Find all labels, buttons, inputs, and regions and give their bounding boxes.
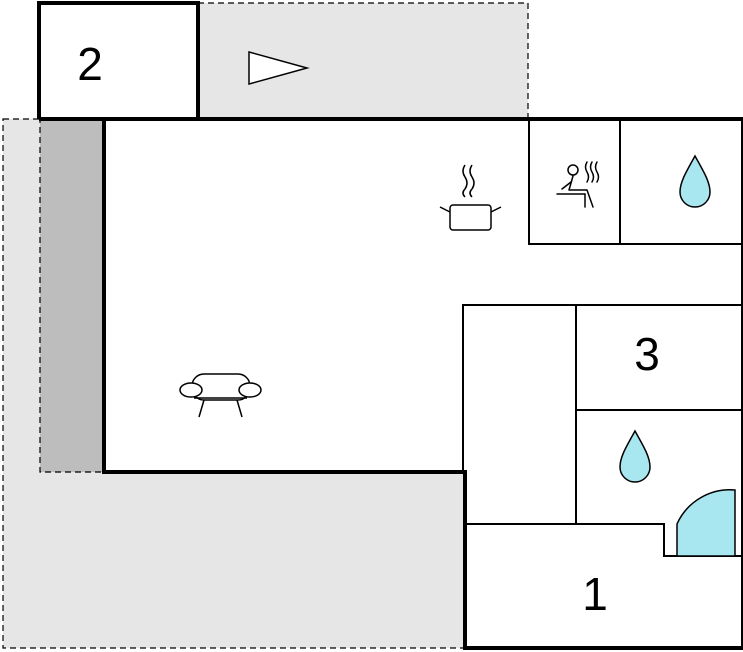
- room-number: 1: [582, 568, 608, 620]
- outer-walls: [37, 1, 743, 650]
- sofa-icon: [179, 373, 262, 418]
- wall-bedroom-block: [462, 304, 743, 472]
- room-number: 2: [77, 38, 103, 90]
- wall-main: [39, 117, 743, 650]
- interior-walls: [462, 119, 743, 557]
- door-swing-icon: [676, 489, 736, 557]
- water-drop-icon: [679, 154, 711, 208]
- interior: [104, 119, 743, 648]
- wall-room-2: [37, 1, 200, 119]
- water-drop-icon: [619, 429, 651, 483]
- cooking-pot-icon: [439, 164, 502, 231]
- terraces: [2, 2, 529, 649]
- terrace-top: [197, 2, 529, 120]
- wall-sauna-block: [528, 119, 743, 245]
- direction-arrow-icon: [248, 51, 310, 85]
- room-number: 3: [634, 328, 660, 380]
- covered-area: [39, 118, 105, 473]
- sauna-icon: [556, 161, 600, 208]
- room-2-area: [39, 3, 198, 119]
